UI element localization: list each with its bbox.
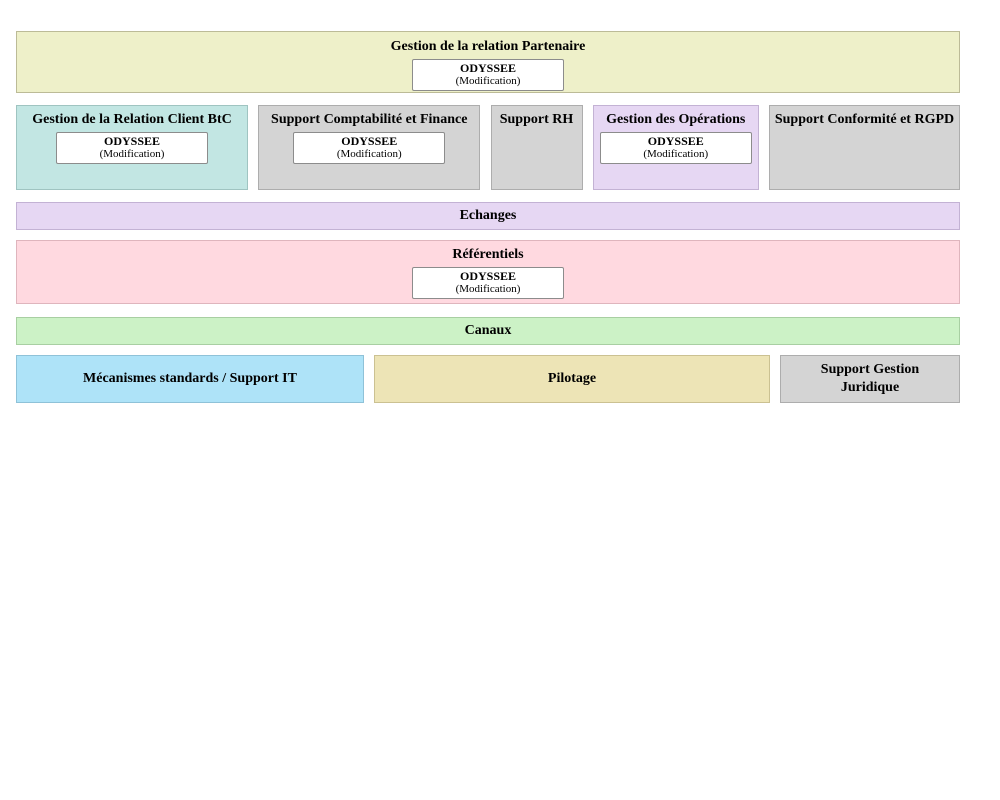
block-title: Gestion de la Relation Client BtC [32, 112, 232, 127]
block-title: Canaux [464, 323, 512, 338]
odyssee-tag: ODYSSEE (Modification) [56, 132, 208, 164]
odyssee-tag-subtitle: (Modification) [336, 148, 402, 160]
block-title: Support RH [499, 112, 574, 127]
block-pilotage: Pilotage [374, 355, 770, 403]
block-mecanismes-standards-support-it: Mécanismes standards / Support IT [16, 355, 364, 403]
odyssee-tag: ODYSSEE (Modification) [599, 132, 752, 164]
odyssee-tag-subtitle: (Modification) [455, 283, 521, 295]
block-support-gestion-juridique: Support Gestion Juridique [780, 355, 960, 403]
block-support-comptabilite-finance: Support Comptabilité et Finance ODYSSEE … [258, 105, 481, 190]
capability-map-diagram: Gestion de la relation Partenaire ODYSSE… [0, 0, 976, 403]
block-title: Mécanismes standards / Support IT [83, 371, 297, 386]
row-echanges: Echanges [16, 202, 960, 230]
odyssee-tag-title: ODYSSEE [459, 269, 517, 283]
block-canaux: Canaux [16, 317, 960, 345]
block-gestion-relation-partenaire: Gestion de la relation Partenaire ODYSSE… [16, 31, 960, 93]
block-title: Echanges [459, 208, 517, 223]
odyssee-tag-title: ODYSSEE [341, 134, 398, 148]
odyssee-tag-subtitle: (Modification) [455, 75, 521, 87]
block-referentiels: Référentiels ODYSSEE (Modification) [16, 240, 960, 304]
odyssee-tag-subtitle: (Modification) [99, 148, 165, 160]
odyssee-tag-title: ODYSSEE [647, 134, 704, 148]
odyssee-tag: ODYSSEE (Modification) [412, 267, 564, 299]
block-title: Support Gestion Juridique [820, 362, 920, 395]
row-transverse: Mécanismes standards / Support IT Pilota… [16, 355, 960, 403]
odyssee-tag-title: ODYSSEE [459, 61, 517, 75]
odyssee-tag-subtitle: (Modification) [643, 148, 709, 160]
block-support-rh: Support RH [490, 105, 583, 190]
row-referentiels: Référentiels ODYSSEE (Modification) [16, 240, 960, 304]
row-canaux: Canaux [16, 317, 960, 345]
row-partenaire: Gestion de la relation Partenaire ODYSSE… [16, 31, 960, 93]
block-title: Support Comptabilité et Finance [271, 112, 468, 127]
row-domaines: Gestion de la Relation Client BtC ODYSSE… [16, 105, 960, 190]
odyssee-tag: ODYSSEE (Modification) [293, 132, 446, 164]
block-title: Pilotage [547, 371, 597, 386]
block-support-conformite-rgpd: Support Conformité et RGPD [769, 105, 960, 190]
block-title: Gestion de la relation Partenaire [390, 39, 586, 54]
block-title: Gestion des Opérations [606, 112, 746, 127]
block-echanges: Echanges [16, 202, 960, 230]
block-gestion-relation-client-btc: Gestion de la Relation Client BtC ODYSSE… [16, 105, 248, 190]
block-title: Support Conformité et RGPD [774, 112, 955, 127]
odyssee-tag-title: ODYSSEE [103, 134, 161, 148]
block-title: Référentiels [452, 247, 524, 262]
block-gestion-des-operations: Gestion des Opérations ODYSSEE (Modifica… [592, 105, 759, 190]
odyssee-tag: ODYSSEE (Modification) [412, 59, 564, 91]
